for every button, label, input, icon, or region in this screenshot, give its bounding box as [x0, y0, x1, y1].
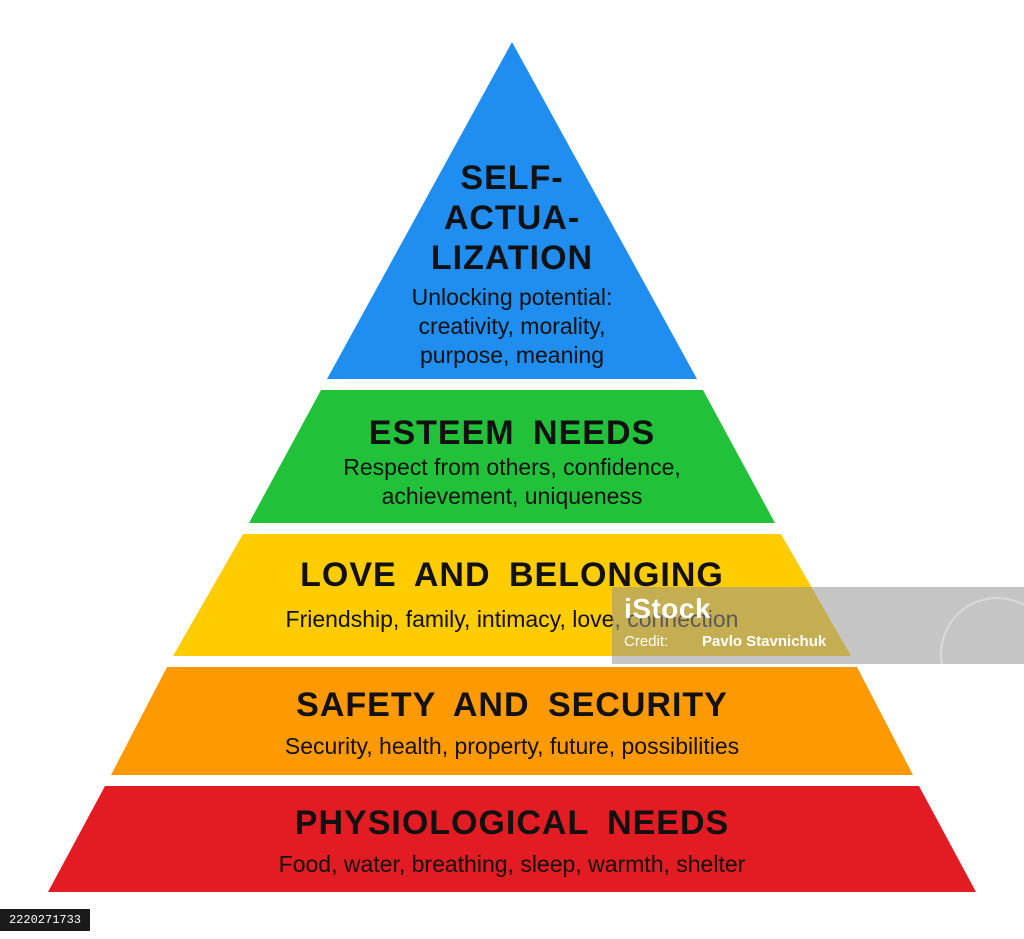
layer-physiological-needs-shape: [48, 786, 976, 892]
layer-physiological-needs-description: Food, water, breathing, sleep, warmth, s…: [278, 851, 746, 877]
layer-self-actualization-description: Unlocking potential: creativity, moralit…: [411, 284, 613, 368]
layer-esteem-needs-title: ESTEEM NEEDS: [368, 414, 656, 452]
layer-self-actualization-title: SELF- ACTUA- LIZATION: [430, 159, 594, 277]
layer-safety-and-security-title: SAFETY AND SECURITY: [296, 686, 728, 724]
layer-safety-and-security-shape: [111, 667, 913, 775]
layer-safety-and-security-description: Security, health, property, future, poss…: [284, 733, 740, 759]
watermark-brand: iStock: [624, 593, 712, 624]
layer-self-actualization-shape: [327, 42, 697, 379]
stock-id-label: 2220271733: [0, 909, 90, 931]
watermark-circle-icon: [940, 597, 1024, 664]
layer-physiological-needs-title: PHYSIOLOGICAL NEEDS: [294, 804, 730, 842]
watermark-credit-name: Pavlo Stavnichuk: [702, 633, 827, 650]
watermark-credit-label: Credit:: [624, 633, 669, 650]
stock-watermark: iStock Credit: Pavlo Stavnichuk: [612, 587, 1024, 664]
layer-esteem-needs-shape: [249, 390, 775, 523]
layer-esteem-needs-description: Respect from others, confidence, achieve…: [343, 454, 681, 509]
